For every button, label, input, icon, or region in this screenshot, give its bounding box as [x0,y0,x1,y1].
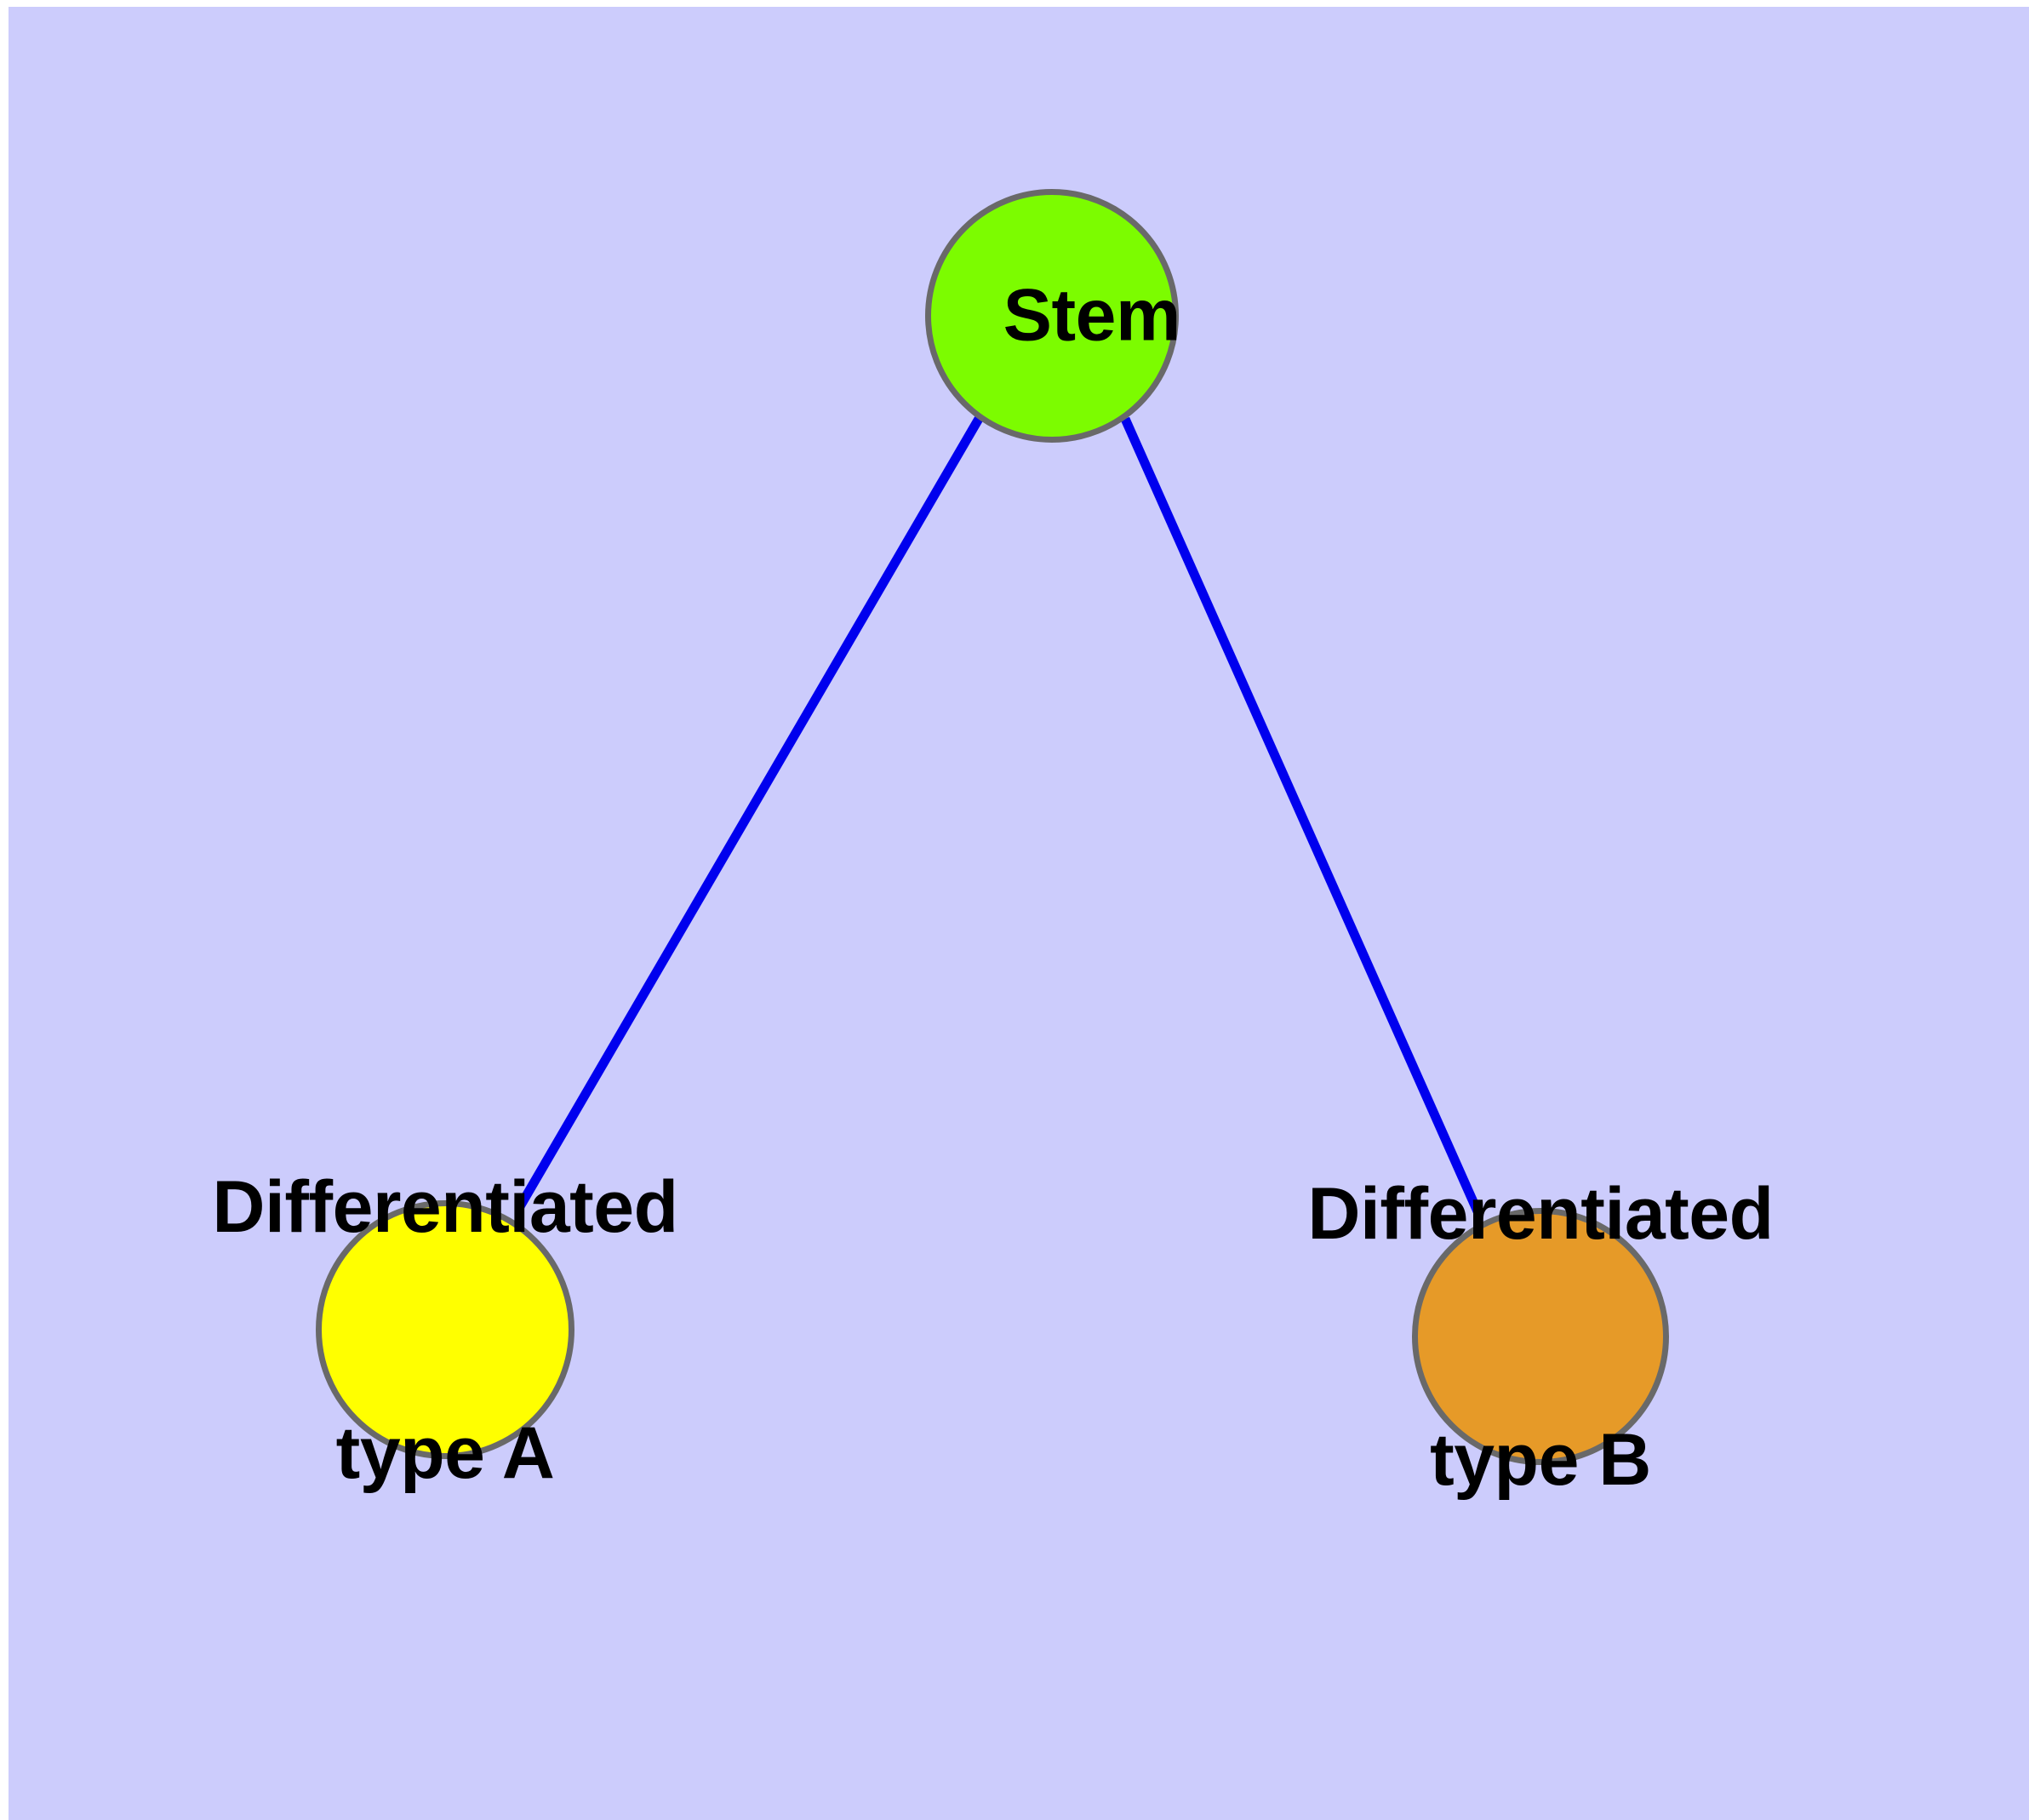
node-differentiated-type-a[interactable] [316,1200,574,1459]
node-differentiated-type-b[interactable] [1412,1208,1669,1465]
node-stem[interactable] [925,189,1179,443]
node-layer [316,189,1669,1465]
edge-stem-to-differentiated-type-a[interactable] [515,416,983,1210]
edge-stem-to-differentiated-type-b[interactable] [1120,416,1483,1214]
edge-layer [515,416,1483,1214]
